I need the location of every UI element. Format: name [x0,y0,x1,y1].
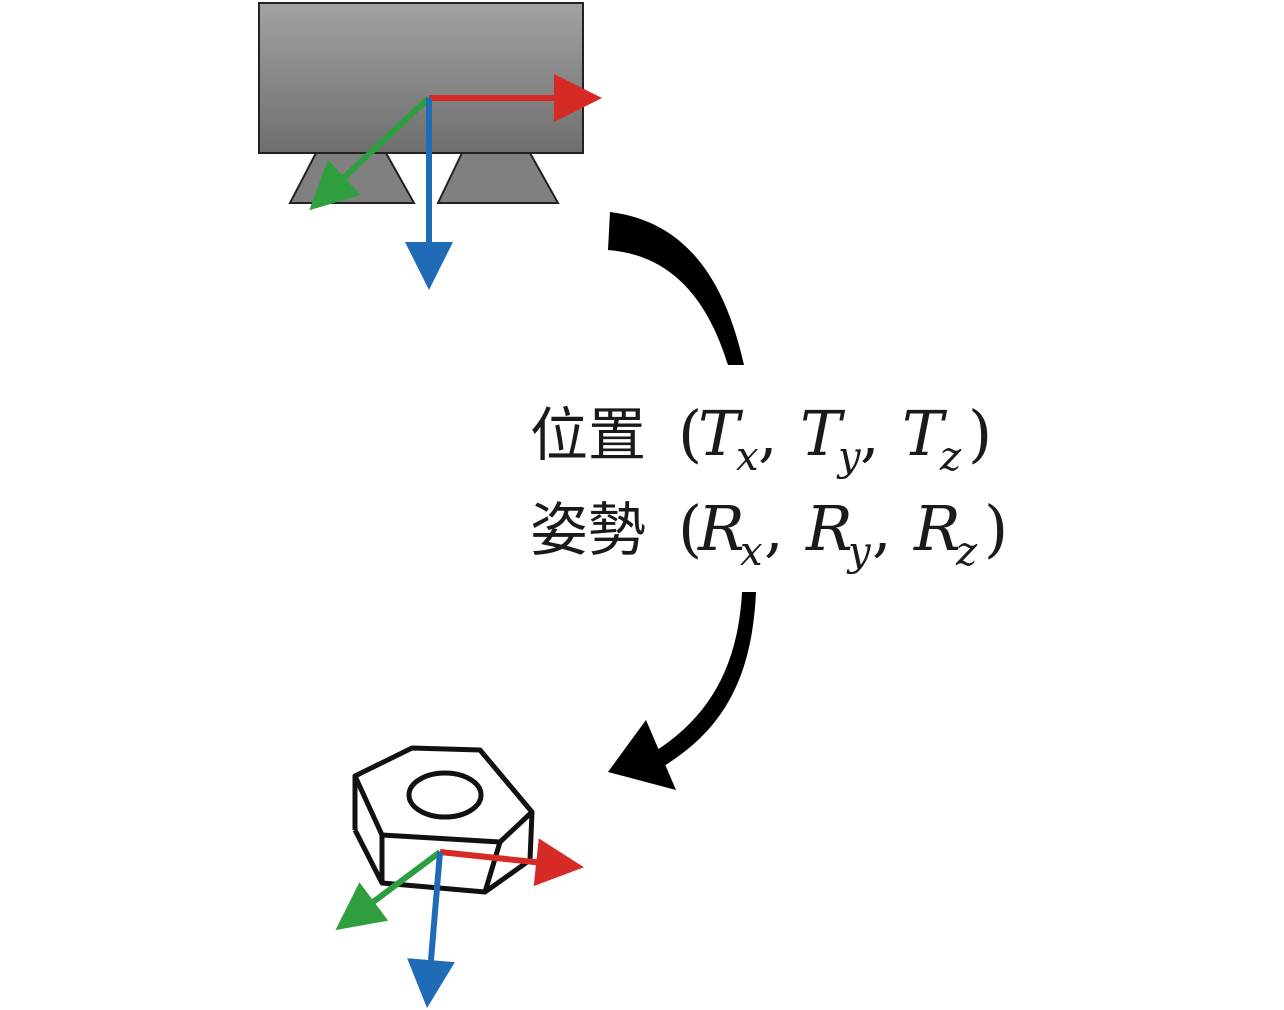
gripper-finger-left [288,152,416,204]
gripper-y-axis-arrow [309,95,432,211]
hex-nut-edge-front-right [482,841,503,893]
position-tx-sub: x [736,434,759,480]
orientation-ry-var: R [805,492,853,565]
orientation-label: 姿勢 ( R x , R y , R z ) [530,492,1008,575]
nut-z-axis-arrow [407,851,455,1008]
orientation-sep-1: , [764,492,784,565]
position-ty-var: T [800,397,846,470]
position-label: 位置 ( T x , T y , T z ) [530,397,992,480]
hex-nut-top-face [352,745,535,845]
transform-arrow-lower [654,592,756,766]
position-tz-sub: z [939,434,962,480]
hex-nut-edge-right [527,811,535,861]
hex-nut [352,745,535,895]
position-sep-1: , [758,397,778,470]
orientation-rz-sub: z [955,529,978,575]
gripper-frame [309,74,602,290]
position-open-paren: ( [678,397,702,470]
orientation-rx-sub: x [740,529,763,575]
nut-y-axis-arrow [335,849,442,931]
position-tz-var: T [902,397,948,470]
orientation-ry-sub: y [846,529,872,575]
gripper-body [258,2,584,154]
orientation-open-paren: ( [678,492,702,565]
orientation-close-paren: ) [984,492,1008,565]
hex-nut-hole [406,770,484,820]
orientation-rx-var: R [697,492,745,565]
position-ty-sub: y [836,434,862,480]
transform-arrowhead [608,720,676,790]
position-tx-var: T [698,397,744,470]
position-kanji: 位置 [530,401,646,469]
transform-arrow-upper [608,212,744,365]
orientation-sep-2: , [872,492,892,565]
hex-nut-bottom-edge [352,828,532,895]
orientation-kanji: 姿勢 [530,496,646,564]
gripper-finger-right [436,152,560,204]
nut-frame [335,838,584,1008]
nut-x-axis-arrow [439,838,584,887]
transform-arrow [608,212,756,790]
position-sep-2: , [860,397,880,470]
position-close-paren: ) [968,397,992,470]
orientation-rz-var: R [913,492,961,565]
